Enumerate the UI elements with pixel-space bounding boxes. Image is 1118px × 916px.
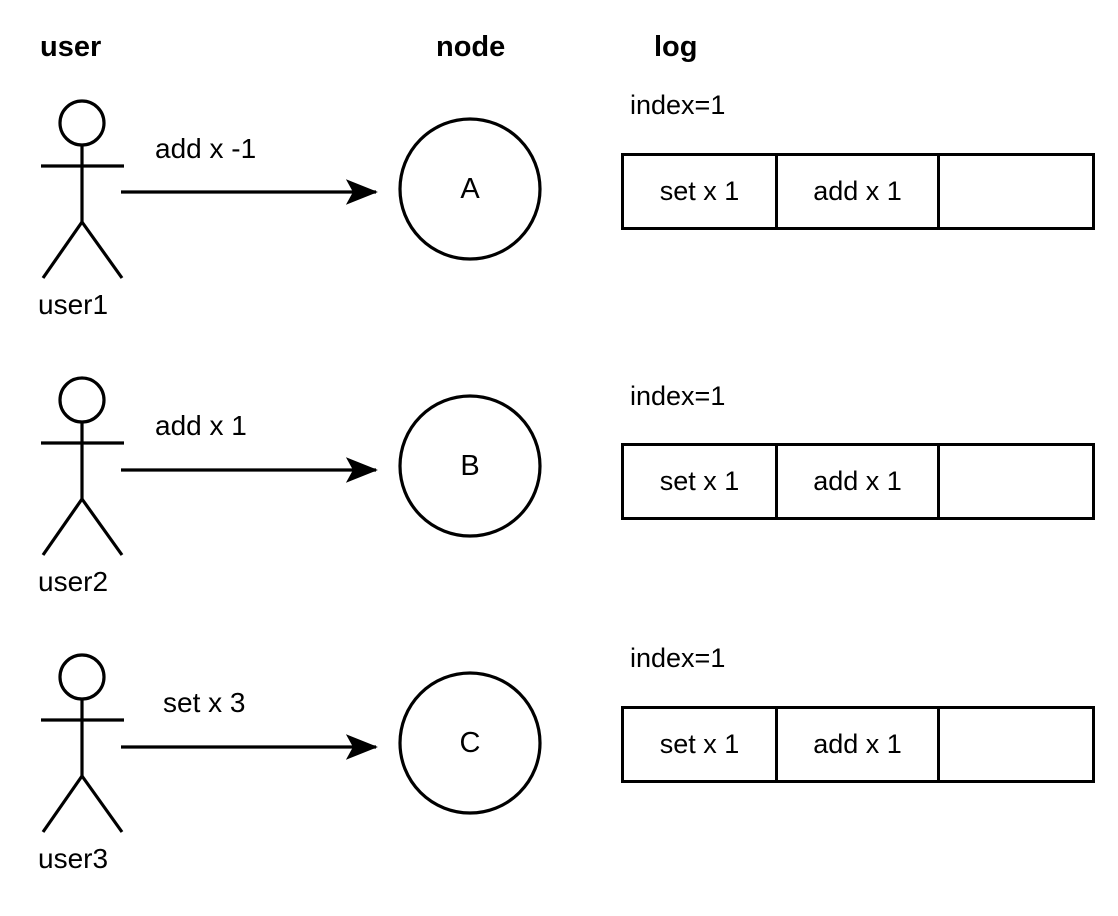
log-cell: add x 1 xyxy=(778,446,940,517)
log-cell xyxy=(940,156,1092,227)
node-letter-a: A xyxy=(460,173,480,205)
node-letter-c: C xyxy=(459,727,481,759)
log-cell xyxy=(940,446,1092,517)
log-table-row1: set x 1 add x 1 xyxy=(621,153,1095,230)
log-cell: set x 1 xyxy=(624,446,778,517)
column-header-log: log xyxy=(654,31,698,63)
node-circle-c xyxy=(398,671,542,815)
log-cell: add x 1 xyxy=(778,709,940,780)
node-letter-b: B xyxy=(460,450,480,482)
message-label-row3: set x 3 xyxy=(163,687,246,718)
log-table-row2: set x 1 add x 1 xyxy=(621,443,1095,520)
column-header-user: user xyxy=(40,31,102,63)
log-cell xyxy=(940,709,1092,780)
node-circle-a xyxy=(398,117,542,261)
actor-label-user2: user2 xyxy=(38,566,109,597)
column-header-node: node xyxy=(436,31,506,63)
stick-figure-icon-user3 xyxy=(41,653,124,833)
log-cell: set x 1 xyxy=(624,156,778,227)
actor-label-user1: user1 xyxy=(38,289,109,320)
actor-label-user3: user3 xyxy=(38,843,109,874)
stick-figure-icon-user2 xyxy=(41,376,124,556)
stick-figure-icon-user1 xyxy=(41,99,124,279)
log-cell: set x 1 xyxy=(624,709,778,780)
index-label-row2: index=1 xyxy=(630,381,726,411)
node-circle-b xyxy=(398,394,542,538)
log-table-row3: set x 1 add x 1 xyxy=(621,706,1095,783)
index-label-row3: index=1 xyxy=(630,643,726,673)
message-label-row1: add x -1 xyxy=(155,133,257,164)
message-label-row2: add x 1 xyxy=(155,410,247,441)
log-cell: add x 1 xyxy=(778,156,940,227)
index-label-row1: index=1 xyxy=(630,90,726,120)
